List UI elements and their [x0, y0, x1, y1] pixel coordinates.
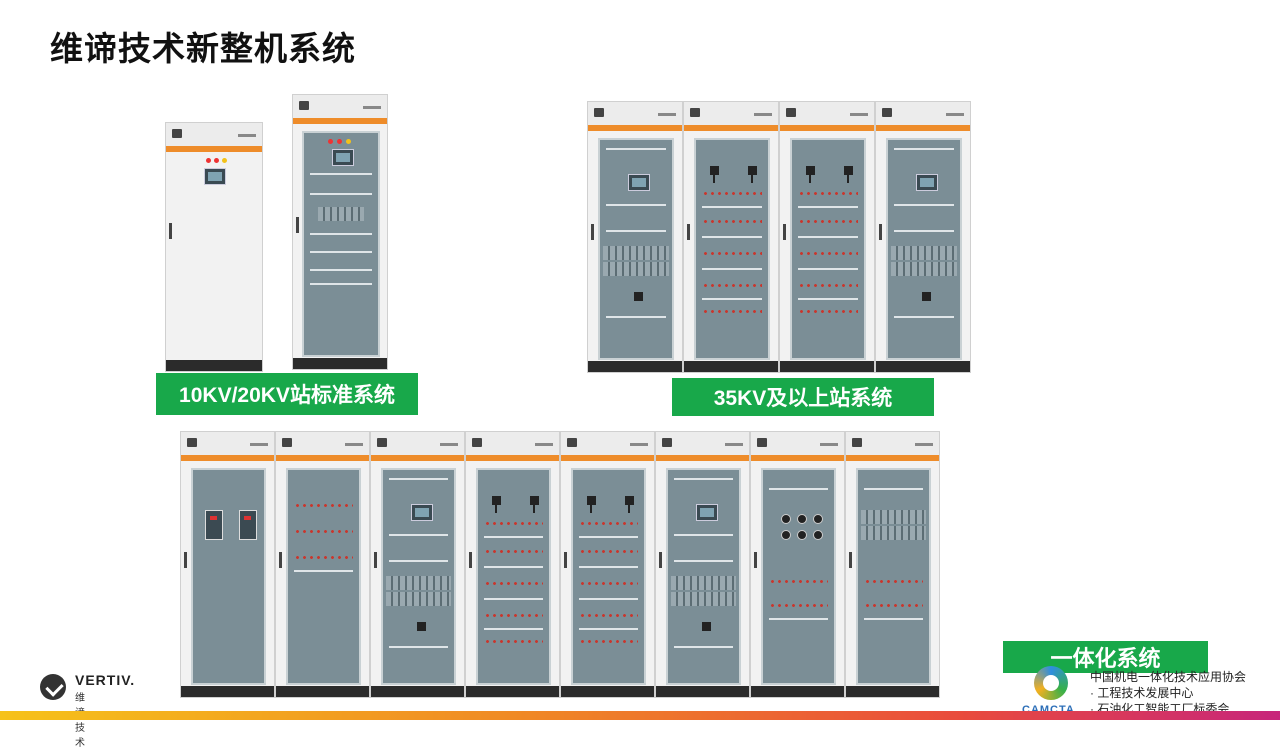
cabinet-integrated-5 — [560, 431, 655, 698]
org-line-1: 中国机电一体化技术应用协会 — [1090, 670, 1247, 684]
label-integrated-system: 一体化系统 — [1003, 641, 1208, 673]
label-high-voltage-system: 35KV及以上站系统 — [672, 378, 934, 416]
brand-color-bar — [0, 711, 1280, 720]
camcta-ring-icon — [1034, 666, 1068, 700]
brand-logo-icon — [282, 438, 292, 447]
brand-logo-icon — [852, 438, 862, 447]
cabinet-integrated-7 — [750, 431, 845, 698]
brand-logo-icon — [567, 438, 577, 447]
brand-logo-icon — [187, 438, 197, 447]
cabinet-standard-large — [292, 94, 388, 370]
door-handle — [169, 223, 172, 239]
cabinet-35kv-3 — [779, 101, 875, 373]
vertiv-brand: VERTIV. — [75, 672, 136, 688]
cabinet-integrated-6 — [655, 431, 750, 698]
cabinet-35kv-1 — [587, 101, 683, 373]
cabinet-35kv-4 — [875, 101, 971, 373]
cabinet-35kv-2 — [683, 101, 779, 373]
brand-logo-icon — [882, 108, 892, 117]
cabinet-standard-small — [165, 122, 263, 372]
display-screen-icon — [204, 168, 226, 185]
cabinet-integrated-3 — [370, 431, 465, 698]
cabinet-integrated-4 — [465, 431, 560, 698]
brand-logo-icon — [662, 438, 672, 447]
brand-logo-icon — [472, 438, 482, 447]
brand-logo-icon — [377, 438, 387, 447]
brand-logo-icon — [594, 108, 604, 117]
org-line-2: · 工程技术发展中心 — [1090, 686, 1194, 700]
cabinet-integrated-8 — [845, 431, 940, 698]
page-title: 维谛技术新整机系统 — [50, 30, 356, 67]
cabinet-integrated-2 — [275, 431, 370, 698]
brand-logo-icon — [690, 108, 700, 117]
vertiv-mark-icon — [40, 674, 66, 700]
cabinet-integrated-1 — [180, 431, 275, 698]
brand-logo-icon — [757, 438, 767, 447]
brand-logo-icon — [786, 108, 796, 117]
label-standard-system: 10KV/20KV站标准系统 — [156, 373, 418, 415]
brand-logo-icon — [172, 129, 182, 138]
